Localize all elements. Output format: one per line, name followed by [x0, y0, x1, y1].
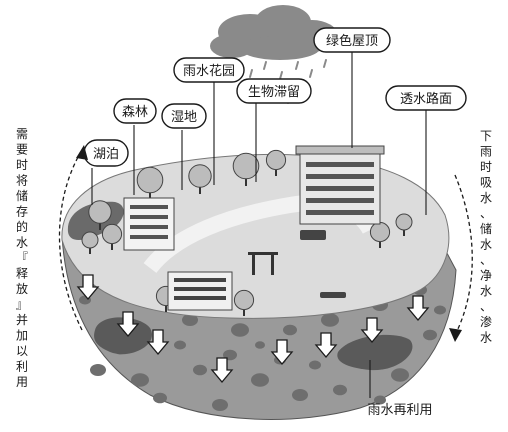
label-lake: 湖泊: [93, 147, 119, 162]
pebble: [131, 373, 149, 387]
callout-forest: 森林: [113, 98, 157, 195]
infiltration-arrow: [146, 329, 170, 356]
side-text-left: 需要时将储存的水『释放』并加以利用: [16, 127, 28, 389]
infiltration-arrow: [210, 357, 234, 384]
tree: [136, 166, 164, 200]
pebble: [153, 392, 167, 404]
torii-gate: [248, 252, 278, 275]
callout-bioretention: 生物滞留: [236, 78, 312, 182]
building-right-green-roof: [295, 145, 385, 225]
callout-rain-garden: 雨水花园: [173, 57, 245, 185]
absorb-flow-arrowhead: [449, 328, 462, 342]
pebble: [423, 329, 437, 341]
release-flow-arrowhead: [76, 145, 88, 160]
label-wetland: 湿地: [171, 110, 197, 125]
callout-wetland: 湿地: [161, 103, 207, 190]
building-center: [167, 271, 233, 311]
infiltration-arrow: [76, 274, 100, 301]
pebble: [434, 305, 446, 315]
label-rain-garden: 雨水花园: [183, 63, 235, 79]
callout-permeable-pavement: 透水路面: [385, 85, 467, 215]
pebble: [309, 360, 321, 370]
tree: [188, 164, 212, 194]
tree: [233, 289, 255, 316]
pebble: [255, 341, 265, 349]
infiltration-arrow: [406, 295, 430, 322]
side-text-right: 下雨时吸水、储水、净水、渗水: [480, 129, 492, 345]
infiltration-arrow: [270, 339, 294, 366]
pebble: [292, 389, 308, 401]
raindrop: [279, 71, 283, 80]
label-green-roof: 绿色屋顶: [326, 33, 378, 49]
pebble: [231, 323, 249, 337]
raindrop: [295, 61, 299, 70]
infiltration-arrows: [76, 274, 430, 384]
vtext-left-text: 需要时将储存的水『释放』并加以利用: [16, 127, 28, 389]
vtext-right-text: 下雨时吸水、储水、净水、渗水: [480, 129, 492, 345]
bench-upper: [300, 230, 326, 240]
pebble: [283, 324, 297, 336]
callout-green-roof: 绿色屋顶: [313, 27, 391, 148]
tree: [232, 152, 260, 186]
underground-water-left: [94, 317, 152, 355]
pebble: [212, 399, 228, 411]
infiltration-arrow: [360, 317, 384, 344]
pebble: [90, 364, 106, 376]
raindrop: [249, 69, 253, 78]
raindrop: [323, 59, 327, 68]
label-bioretention: 生物滞留: [248, 85, 300, 100]
tree: [265, 149, 287, 176]
pebble: [374, 395, 386, 405]
infiltration-arrow: [314, 332, 338, 359]
pebble: [391, 368, 409, 382]
raindrop: [309, 69, 313, 78]
label-forest: 森林: [122, 105, 148, 120]
pebble: [333, 384, 347, 396]
building-left: [123, 197, 175, 251]
pebble: [251, 373, 269, 387]
absorb-flow-arrow: [454, 174, 473, 336]
label-rainwater-reuse: 雨水再利用: [367, 403, 432, 418]
tree: [101, 223, 123, 250]
tree: [395, 213, 413, 236]
raindrop: [263, 61, 267, 70]
underground-water-right: [337, 334, 413, 371]
bench: [320, 292, 346, 298]
label-permeable-pavement: 透水路面: [400, 91, 452, 107]
release-flow-arrow: [58, 149, 83, 331]
pebble: [174, 340, 186, 350]
callout-rainwater-reuse: 雨水再利用: [367, 360, 433, 418]
tree: [369, 221, 391, 248]
pebble: [182, 314, 198, 326]
tree: [81, 231, 99, 254]
tree: [88, 200, 112, 230]
infiltration-arrow: [116, 311, 140, 338]
pebble: [321, 313, 339, 327]
pebble: [193, 364, 207, 376]
